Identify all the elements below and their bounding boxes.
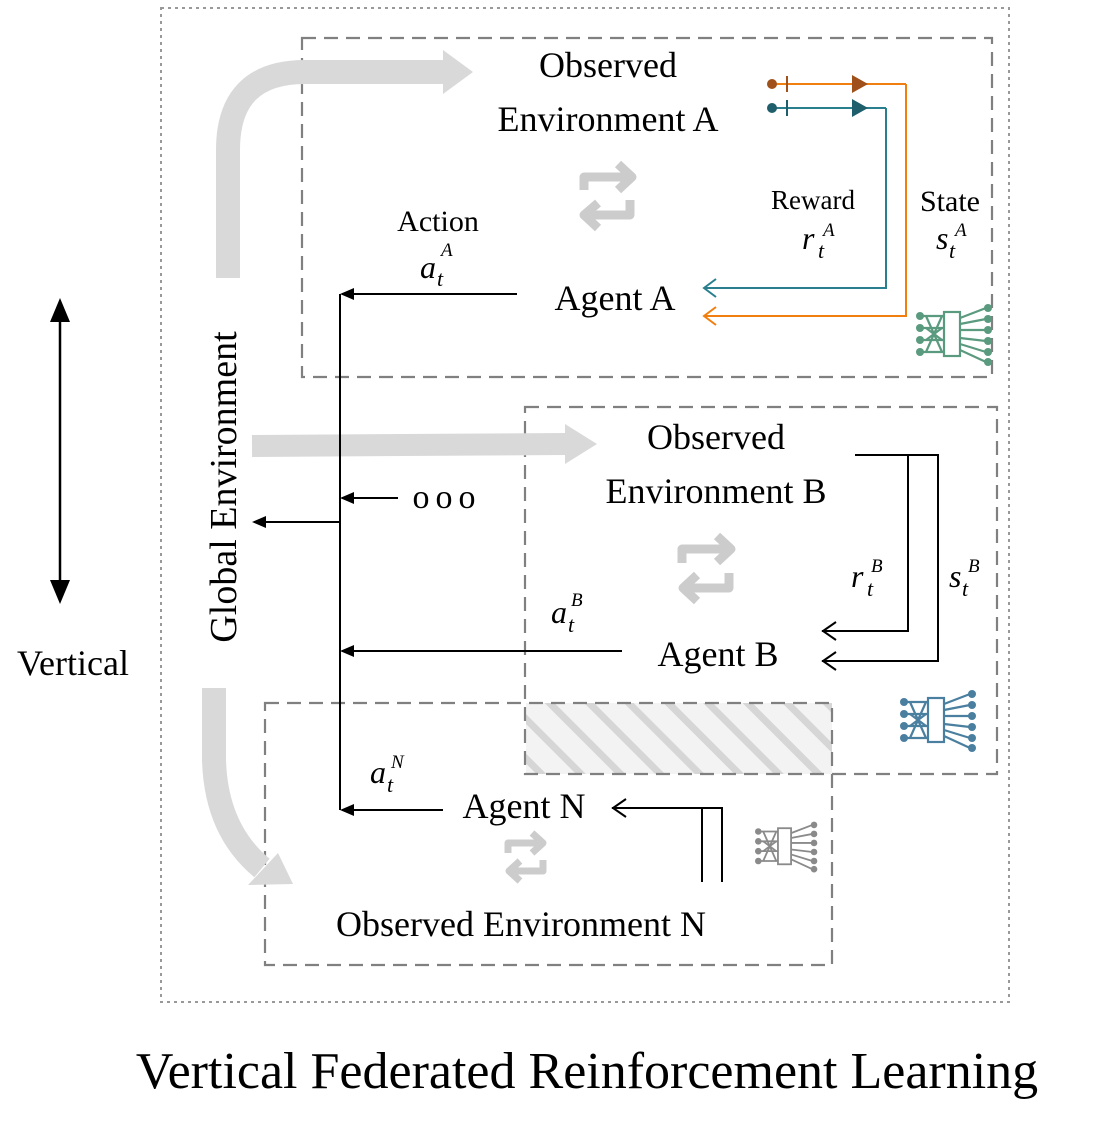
action-symbol-a-sub: t: [437, 266, 444, 291]
overlap-hatch: [526, 703, 832, 774]
neural-net-icon-a: [916, 304, 992, 366]
state-symbol-a: s t A: [936, 220, 967, 263]
neural-net-icon-b: [898, 688, 978, 754]
figure-title: Vertical Federated Reinforcement Learnin…: [136, 1043, 1038, 1100]
action-symbol-b: a t B: [551, 590, 583, 637]
reward-symbol-b-sub: t: [867, 576, 874, 601]
state-symbol-a-sub: t: [949, 238, 956, 263]
action-symbol-a: a t A: [420, 240, 453, 291]
ellipsis-marker: ooo: [413, 479, 482, 516]
action-symbol-n-sub: t: [387, 772, 394, 797]
state-symbol-b: s t B: [949, 556, 980, 601]
state-word-a: State: [920, 185, 980, 218]
gray-arrow-to-b: [251, 424, 597, 464]
reward-symbol-a-base: r: [802, 220, 815, 256]
action-word-a: Action: [397, 205, 479, 238]
reward-symbol-a-sub: t: [818, 238, 825, 263]
action-symbol-n-sup: N: [390, 752, 405, 773]
action-symbol-a-sup: A: [439, 240, 453, 261]
cycle-icon-b: [677, 532, 736, 605]
env-a-label-line2: Environment A: [498, 99, 719, 139]
env-a-label-line1: Observed: [539, 45, 677, 85]
action-symbol-b-sub: t: [568, 612, 575, 637]
agent-a-label: Agent A: [555, 278, 676, 318]
action-symbol-b-base: a: [551, 594, 567, 630]
feedback-b: [821, 454, 939, 671]
state-symbol-b-base: s: [949, 558, 961, 594]
reward-symbol-b-sup: B: [871, 556, 883, 577]
agent-b-label: Agent B: [658, 634, 779, 674]
agent-n-label: Agent N: [463, 786, 586, 826]
action-symbol-n: a t N: [370, 752, 405, 797]
env-b-label-line1: Observed: [647, 417, 785, 457]
action-bus: [252, 288, 622, 816]
cycle-icon-a: [579, 160, 637, 232]
reward-symbol-b: r t B: [851, 556, 883, 601]
vertical-axis-label: Vertical: [17, 643, 129, 683]
feedback-n: [611, 798, 723, 882]
state-symbol-a-sup: A: [953, 220, 967, 241]
vertical-double-arrow: [50, 298, 70, 604]
state-symbol-b-sub: t: [962, 576, 969, 601]
reward-feedback-a: [702, 99, 887, 298]
panel-n-box: [263, 701, 834, 967]
outer-frame: [160, 7, 1010, 1003]
state-feedback-a: [702, 75, 907, 326]
global-environment-label: Global Environment: [203, 331, 245, 643]
action-symbol-b-sup: B: [571, 590, 583, 611]
state-symbol-b-sup: B: [968, 556, 980, 577]
neural-net-icon-n: [754, 820, 819, 874]
env-b-label-line2: Environment B: [606, 471, 827, 511]
gray-arrow-to-a: [216, 50, 473, 278]
env-n-label: Observed Environment N: [336, 904, 706, 944]
reward-word-a: Reward: [771, 185, 855, 215]
action-symbol-a-base: a: [420, 249, 436, 285]
reward-symbol-a: r t A: [802, 220, 835, 263]
cycle-icon-n: [504, 830, 547, 884]
reward-symbol-a-sup: A: [821, 220, 835, 241]
state-symbol-a-base: s: [936, 220, 948, 256]
reward-symbol-b-base: r: [851, 558, 864, 594]
panel-a-box: [300, 36, 994, 379]
gray-arrow-to-n: [202, 688, 293, 885]
action-symbol-n-base: a: [370, 754, 386, 790]
